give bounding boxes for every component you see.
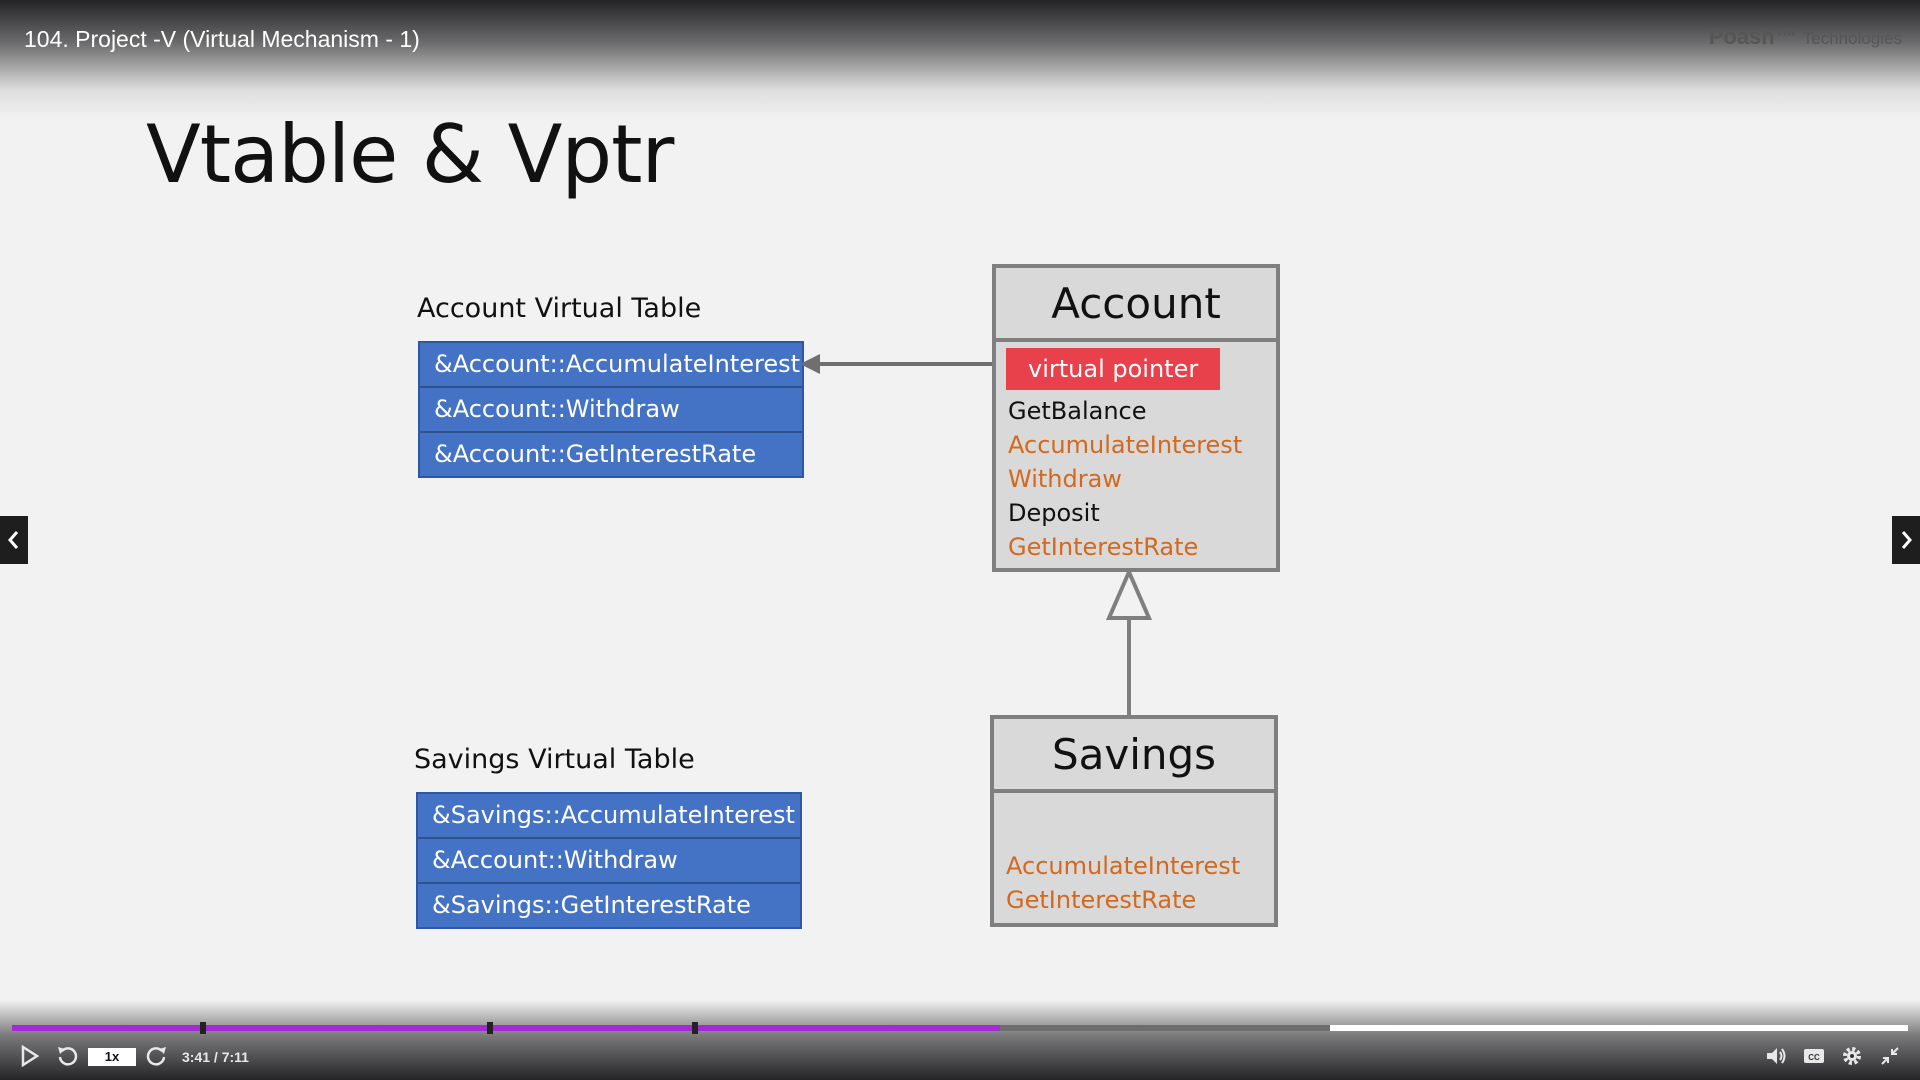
progress-bar[interactable] (12, 1022, 1908, 1034)
play-button[interactable] (20, 1044, 40, 1070)
captions-icon: CC (1804, 1049, 1824, 1063)
previous-slide-button[interactable] (0, 516, 28, 564)
class-member-virtual: AccumulateInterest (1008, 431, 1243, 459)
chapter-marker[interactable] (691, 1022, 698, 1034)
play-icon (21, 1044, 40, 1068)
rewind-icon (58, 1047, 78, 1066)
vptr-arrow-head (800, 354, 820, 374)
chevron-left-icon (8, 531, 19, 549)
progress-played (12, 1025, 1000, 1031)
savings-vtable-row: &Savings::AccumulateInterest (418, 794, 800, 839)
account-vtable-heading: Account Virtual Table (417, 293, 702, 324)
forward-button[interactable] (146, 1044, 168, 1070)
account-class-name: Account (996, 268, 1276, 342)
captions-button[interactable]: CC (1802, 1044, 1826, 1070)
class-member: Deposit (1008, 499, 1100, 527)
account-vtable-row: &Account::Withdraw (420, 388, 802, 433)
brand-suffix: Technologies (1802, 29, 1902, 48)
savings-class-name: Savings (994, 719, 1274, 793)
rewind-button[interactable] (56, 1044, 78, 1070)
gear-icon (1843, 1047, 1861, 1065)
video-title: 104. Project -V (Virtual Mechanism - 1) (24, 26, 420, 52)
chapter-marker[interactable] (200, 1022, 207, 1034)
slide-title: Vtable & Vptr (146, 108, 674, 201)
account-vtable: &Account::AccumulateInterest &Account::W… (418, 341, 804, 478)
class-member-virtual: GetInterestRate (1006, 886, 1197, 914)
virtual-pointer: virtual pointer (1006, 348, 1221, 390)
class-member-virtual: Withdraw (1008, 465, 1122, 493)
savings-class-box: Savings AccumulateInterest GetInterestRa… (990, 715, 1278, 927)
inheritance-arrow-head (1105, 566, 1153, 620)
next-slide-button[interactable] (1892, 516, 1920, 564)
chapter-marker[interactable] (486, 1022, 493, 1034)
playback-speed-button[interactable]: 1x (88, 1048, 136, 1066)
duration: 7:11 (221, 1049, 249, 1065)
exit-fullscreen-icon (1881, 1047, 1899, 1065)
account-class-box: Account virtual pointer GetBalance Accum… (992, 264, 1280, 572)
account-vtable-row: &Account::AccumulateInterest (420, 343, 802, 388)
class-member: GetBalance (1008, 397, 1147, 425)
time-display: 3:41 / 7:11 (182, 1048, 249, 1066)
exit-fullscreen-button[interactable] (1878, 1044, 1902, 1070)
settings-button[interactable] (1840, 1044, 1864, 1070)
svg-text:CC: CC (1808, 1053, 1820, 1062)
class-member-virtual: GetInterestRate (1008, 533, 1199, 561)
volume-button[interactable] (1764, 1044, 1788, 1070)
class-member-virtual: AccumulateInterest (1006, 852, 1241, 880)
account-vtable-row: &Account::GetInterestRate (434, 440, 757, 468)
forward-icon (146, 1047, 166, 1066)
savings-vtable-row: &Savings::GetInterestRate (432, 891, 751, 919)
savings-vtable: &Savings::AccumulateInterest &Account::W… (416, 792, 802, 929)
time-separator: / (210, 1049, 222, 1065)
brand-name: Poash™ (1708, 24, 1797, 49)
title-overlay (0, 0, 1920, 120)
chevron-right-icon (1901, 531, 1912, 549)
brand-logo: Poash™ Technologies (1709, 24, 1902, 50)
volume-icon (1767, 1048, 1786, 1064)
current-time: 3:41 (182, 1049, 211, 1065)
savings-vtable-heading: Savings Virtual Table (414, 744, 695, 775)
control-bar (0, 1000, 1920, 1080)
savings-vtable-row: &Account::Withdraw (418, 839, 800, 884)
